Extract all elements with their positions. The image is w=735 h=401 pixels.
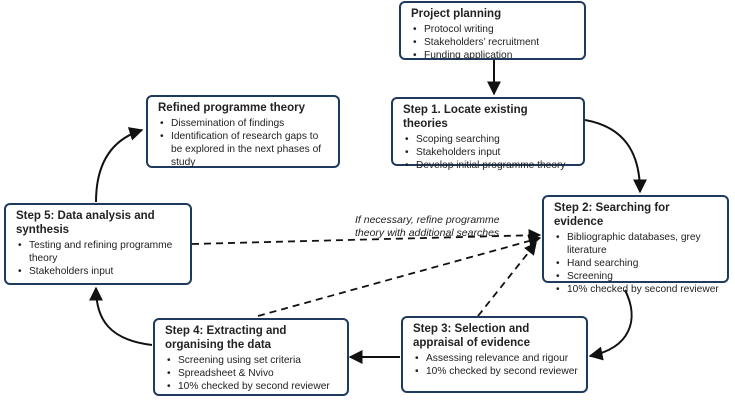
list-item: Funding application [413, 49, 576, 62]
arrow-step4-to-step5 [89, 286, 153, 346]
arrow-step2-to-step3 [588, 289, 633, 361]
list-item: Develop initial programme theory [405, 159, 575, 172]
dashed-arrow-step4-to-step2 [257, 234, 542, 317]
step2-box: Step 2: Searching for evidence Bibliogra… [542, 195, 729, 296]
list-item: Screening using set criteria [167, 354, 339, 367]
list-item: Bibliographic databases, grey literature [556, 231, 719, 257]
step4-list: Screening using set criteria Spreadsheet… [165, 354, 339, 393]
list-item: Identification of research gaps to be ex… [160, 130, 330, 169]
list-item: Screening [556, 270, 719, 283]
refined-theory-list: Dissemination of findings Identification… [158, 117, 330, 169]
list-item: Hand searching [556, 257, 719, 270]
step5-list: Testing and refining programme theory St… [16, 239, 182, 278]
list-item: Spreadsheet & Nvivo [167, 367, 339, 380]
list-item: Scoping searching [405, 133, 575, 146]
list-item: 10% checked by second reviewer [556, 283, 719, 296]
list-item: Stakeholders’ recruitment [413, 36, 576, 49]
arrow-step1-to-step2 [584, 119, 647, 194]
dashed-arrow-step3-to-step2 [477, 242, 537, 317]
list-item: 10% checked by second reviewer [167, 380, 339, 393]
step5-title: Step 5: Data analysis and synthesis [16, 210, 155, 236]
project-planning-box: Project planning Protocol writing Stakeh… [399, 1, 586, 62]
refined-theory-title: Refined programme theory [158, 102, 305, 114]
dashed-arrow-step5-to-step2 [191, 228, 542, 245]
list-item: Stakeholders input [405, 146, 575, 159]
list-item: Assessing relevance and rigour [415, 352, 578, 365]
list-item: Stakeholders input [18, 265, 182, 278]
step4-box: Step 4: Extracting and organising the da… [153, 318, 349, 396]
step2-list: Bibliographic databases, grey literature… [554, 231, 719, 296]
refined-theory-box: Refined programme theory Dissemination o… [146, 95, 340, 168]
list-item: Testing and refining programme theory [18, 239, 182, 265]
list-item: Dissemination of findings [160, 117, 330, 130]
step3-title: Step 3: Selection and appraisal of evide… [413, 323, 530, 349]
arrow-step5-to-refined [95, 127, 144, 203]
step3-box: Step 3: Selection and appraisal of evide… [401, 316, 588, 393]
step2-title: Step 2: Searching for evidence [554, 202, 670, 228]
project-planning-list: Protocol writing Stakeholders’ recruitme… [411, 23, 576, 62]
project-planning-title: Project planning [411, 8, 502, 20]
refine-note: If necessary, refine programme theory wi… [355, 214, 500, 239]
step3-list: Assessing relevance and rigour 10% check… [413, 352, 578, 378]
list-item: 10% checked by second reviewer [415, 365, 578, 378]
list-item: Protocol writing [413, 23, 576, 36]
step1-title: Step 1. Locate existing theories [403, 104, 528, 130]
step1-box: Step 1. Locate existing theories Scoping… [391, 97, 585, 172]
step4-title: Step 4: Extracting and organising the da… [165, 325, 287, 351]
step1-list: Scoping searching Stakeholders input Dev… [403, 133, 575, 172]
step5-box: Step 5: Data analysis and synthesis Test… [4, 203, 192, 285]
